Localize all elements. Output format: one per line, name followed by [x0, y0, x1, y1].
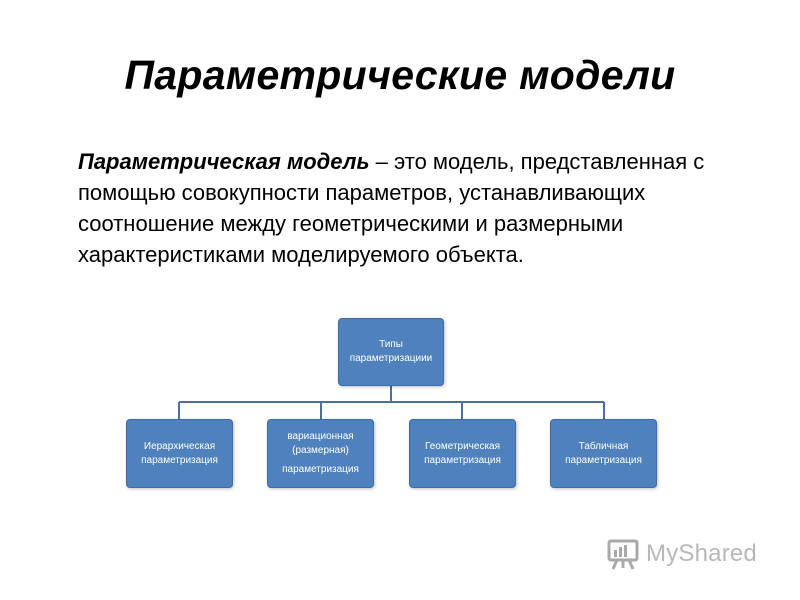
node-label-line: параметризация — [141, 454, 218, 466]
node-label-line: Типы — [379, 339, 403, 350]
node-hierarchical: Иерархическая параметризация — [126, 419, 233, 488]
node-variational: вариационная (размерная) параметризация — [267, 419, 374, 488]
node-label-line: параметризация — [424, 454, 501, 466]
node-label-line: (размерная) — [292, 445, 349, 456]
node-label-line: Геометрическая — [424, 440, 501, 452]
node-tabular: Табличная параметризация — [550, 419, 657, 488]
node-label-line: вариационная — [287, 431, 354, 442]
definition-text: – это модель, представленная с помощью с… — [78, 149, 705, 267]
slide-title: Параметрические модели — [124, 52, 676, 98]
node-geometric: Геометрическая параметризация — [409, 419, 516, 488]
watermark-text: MyShared — [646, 540, 757, 567]
node-parameterization-types: Типы параметризациии — [338, 318, 444, 386]
node-label-line: параметризация — [282, 464, 359, 475]
definition-paragraph: Параметрическая модель – это модель, пре… — [78, 146, 758, 270]
watermark: MyShared — [606, 536, 757, 572]
presentation-board-icon — [607, 539, 639, 570]
node-label-line: параметризация — [565, 454, 642, 466]
node-label-line: параметризациии — [349, 353, 433, 364]
node-label-line: Табличная — [578, 440, 629, 452]
node-label-line: Иерархическая — [143, 440, 216, 452]
definition-term: Параметрическая модель — [78, 149, 370, 174]
